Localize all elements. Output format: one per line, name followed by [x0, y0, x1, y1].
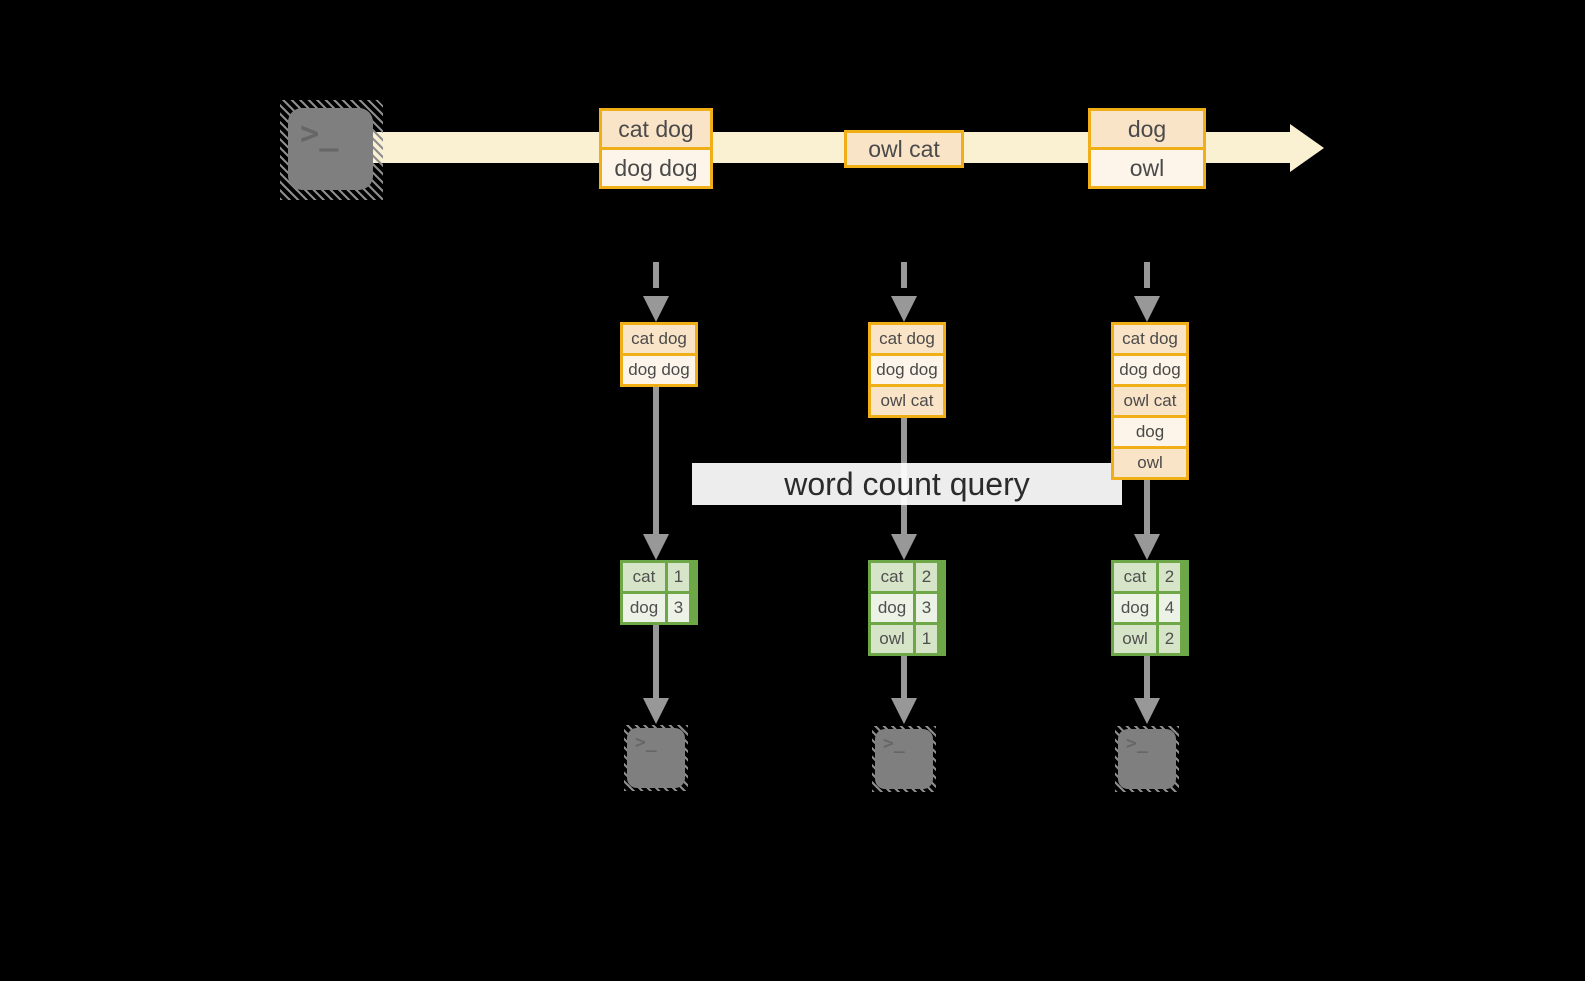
word-cell: dog [871, 594, 913, 622]
count-cell: 2 [1159, 625, 1180, 653]
state-row: dog dog [871, 356, 943, 384]
arrowhead-icon [643, 698, 669, 724]
arrow-stem [653, 625, 659, 702]
table-row: dog 3 [623, 594, 695, 622]
state-row: dog dog [1114, 356, 1186, 384]
state-row: dog dog [623, 356, 695, 384]
message-line: dog [1091, 111, 1203, 147]
sink-terminal-icon: >_ [1118, 729, 1176, 789]
count-cell: 1 [668, 563, 689, 591]
arrowhead-icon [643, 534, 669, 560]
word-count-table: cat 1 dog 3 [620, 560, 698, 625]
message-line: owl [1091, 150, 1203, 186]
arrow-dash [1144, 262, 1150, 288]
arrowhead-icon [1134, 698, 1160, 724]
count-cell: 4 [1159, 594, 1180, 622]
stream-arrowhead-icon [1290, 124, 1324, 172]
result-to-sink-arrow [891, 656, 917, 724]
state-stack: cat dog dog dog owl cat [868, 322, 946, 418]
message-line: cat dog [602, 111, 710, 147]
table-row: owl 1 [871, 625, 943, 653]
arrow-dash [901, 262, 907, 288]
arrowhead-icon [891, 698, 917, 724]
sink-terminal-icon: >_ [875, 729, 933, 789]
message-line: owl cat [847, 133, 961, 165]
state-row: owl cat [871, 387, 943, 415]
state-row: cat dog [1114, 325, 1186, 353]
word-cell: owl [871, 625, 913, 653]
word-cell: dog [1114, 594, 1156, 622]
state-row: cat dog [871, 325, 943, 353]
result-to-sink-arrow [643, 625, 669, 724]
arrow-stem [901, 656, 907, 702]
table-row: dog 3 [871, 594, 943, 622]
arrow-dash [653, 262, 659, 288]
source-terminal-icon: >_ [288, 108, 373, 190]
word-cell: cat [1114, 563, 1156, 591]
state-stack: cat dog dog dog owl cat dog owl [1111, 322, 1189, 480]
arrowhead-icon [643, 296, 669, 322]
table-row: cat 1 [623, 563, 695, 591]
stream-to-state-arrow [1134, 262, 1160, 322]
table-row: dog 4 [1114, 594, 1186, 622]
terminal-glyph-icon: >_ [300, 114, 339, 152]
arrow-stem [1144, 480, 1150, 538]
terminal-glyph-icon: >_ [1126, 733, 1148, 754]
word-count-table: cat 2 dog 3 owl 1 [868, 560, 946, 656]
state-to-result-arrow [1134, 480, 1160, 560]
state-row: owl [1114, 449, 1186, 477]
word-cell: owl [1114, 625, 1156, 653]
word-cell: cat [871, 563, 913, 591]
state-row: dog [1114, 418, 1186, 446]
count-cell: 2 [916, 563, 937, 591]
arrowhead-icon [1134, 296, 1160, 322]
word-cell: cat [623, 563, 665, 591]
count-cell: 2 [1159, 563, 1180, 591]
table-row: owl 2 [1114, 625, 1186, 653]
result-to-sink-arrow [1134, 656, 1160, 724]
count-cell: 3 [916, 594, 937, 622]
arrow-stem [1144, 656, 1150, 702]
arrowhead-icon [891, 296, 917, 322]
state-stack: cat dog dog dog [620, 322, 698, 387]
state-row: owl cat [1114, 387, 1186, 415]
arrowhead-icon [891, 534, 917, 560]
stream-to-state-arrow [891, 262, 917, 322]
count-cell: 3 [668, 594, 689, 622]
word-cell: dog [623, 594, 665, 622]
state-row: cat dog [623, 325, 695, 353]
count-cell: 1 [916, 625, 937, 653]
state-to-result-arrow [643, 387, 669, 560]
sink-terminal-icon: >_ [627, 728, 685, 788]
terminal-glyph-icon: >_ [883, 733, 905, 754]
arrowhead-icon [1134, 534, 1160, 560]
message-box: cat dog dog dog [599, 108, 713, 189]
arrow-stem [653, 387, 659, 538]
terminal-glyph-icon: >_ [635, 732, 657, 753]
query-banner-label: word count query [784, 465, 1030, 502]
message-box: owl cat [844, 130, 964, 168]
stream-to-state-arrow [643, 262, 669, 322]
table-row: cat 2 [1114, 563, 1186, 591]
message-line: dog dog [602, 150, 710, 186]
word-count-table: cat 2 dog 4 owl 2 [1111, 560, 1189, 656]
message-box: dog owl [1088, 108, 1206, 189]
query-banner: word count query [692, 463, 1122, 505]
table-row: cat 2 [871, 563, 943, 591]
